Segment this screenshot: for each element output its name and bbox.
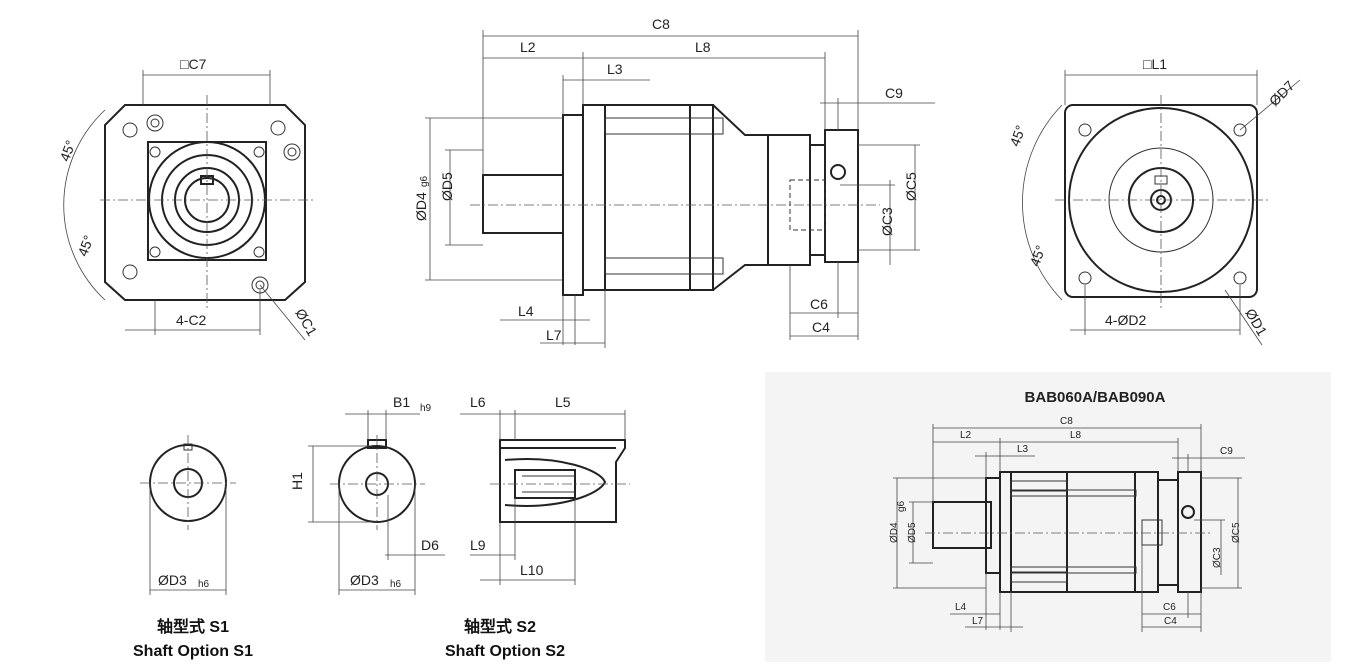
inset-dim-l3: L3 (1017, 444, 1029, 455)
inset-dim-d4-tol: g6 (896, 500, 907, 512)
s2-title-cn: 轴型式 S2 (464, 617, 536, 636)
dim-l2: L2 (520, 39, 536, 55)
dim-b1-tol: h9 (420, 403, 432, 414)
dim-l5: L5 (555, 394, 571, 410)
side-view: C8 L2 L8 L3 C9 ØD4 g6 ØD5 ØC5 ØC3 L4 L7 … (413, 16, 935, 348)
dim-b1: B1 (393, 394, 410, 410)
inset-background (765, 372, 1331, 662)
inset-dim-c4: C4 (1164, 616, 1177, 627)
dim-l7: L7 (546, 327, 562, 343)
dim-c4: C4 (812, 319, 830, 335)
dim-h1: H1 (289, 472, 305, 490)
dim-d4-tol: g6 (419, 175, 430, 187)
dim-d5: ØD5 (439, 172, 455, 201)
dim-s2-d3: ØD3 (350, 572, 379, 588)
inset-dim-c9: C9 (1220, 446, 1233, 457)
dim-l8: L8 (695, 39, 711, 55)
inset-dim-l2: L2 (960, 430, 972, 441)
s1-title-cn: 轴型式 S1 (157, 617, 229, 636)
dim-c8: C8 (652, 16, 670, 32)
dim-l9: L9 (470, 537, 486, 553)
dim-s2-d3-tol: h6 (390, 579, 402, 590)
inset-dim-c8: C8 (1060, 416, 1073, 427)
dim-l4: L4 (518, 303, 534, 319)
front-view-left: □C7 45° 45° 4-C2 ØC1 (56, 56, 321, 341)
dim-d4: ØD4 (413, 192, 429, 221)
inset-dim-d5: ØD5 (907, 522, 918, 543)
inset-title: BAB060A/BAB090A (1025, 389, 1166, 406)
dim-c5: ØC5 (903, 172, 919, 201)
dim-angle-top-right: 45° (1006, 123, 1028, 148)
dim-s1-d3-tol: h6 (198, 579, 210, 590)
dim-angle-bottom-right: 45° (1026, 243, 1048, 268)
s1-title-en: Shaft Option S1 (133, 643, 253, 660)
inset-dim-l7: L7 (972, 616, 984, 627)
shaft-option-s2: B1 h9 H1 D6 ØD3 h6 轴型式 S2 Shaft Option S… (289, 394, 630, 660)
dim-4-c2: 4-C2 (176, 312, 207, 328)
dim-c3: ØC3 (879, 207, 895, 236)
front-view-right: □L1 ØD7 45° 45° 4-ØD2 ØD1 (1006, 56, 1301, 346)
inset-dim-l4: L4 (955, 602, 967, 613)
dim-c9: C9 (885, 85, 903, 101)
inset-dim-d4: ØD4 (889, 522, 900, 543)
s2-title-en: Shaft Option S2 (445, 643, 565, 660)
dim-c7: □C7 (180, 56, 207, 72)
dim-l1: □L1 (1143, 56, 1167, 72)
dim-s1-d3: ØD3 (158, 572, 187, 588)
dim-d6: D6 (421, 537, 439, 553)
inset-bab060a-bab090a: BAB060A/BAB090A C8 L2 L8 L3 C9 ØD4 g6 ØD… (765, 372, 1331, 662)
dim-l3: L3 (607, 61, 623, 77)
dim-c1: ØC1 (292, 306, 320, 339)
dim-angle-bottom: 45° (74, 233, 96, 258)
dim-l10: L10 (520, 562, 544, 578)
inset-dim-c6: C6 (1163, 602, 1176, 613)
shaft-option-s1: ØD3 h6 轴型式 S1 Shaft Option S1 (133, 435, 253, 660)
dim-angle-top: 45° (56, 138, 78, 163)
dim-4-d2: 4-ØD2 (1105, 312, 1146, 328)
dim-l6: L6 (470, 394, 486, 410)
inset-dim-l8: L8 (1070, 430, 1082, 441)
inset-dim-c3: ØC3 (1212, 547, 1223, 568)
dim-c6: C6 (810, 296, 828, 312)
inset-dim-c5: ØC5 (1231, 522, 1242, 543)
